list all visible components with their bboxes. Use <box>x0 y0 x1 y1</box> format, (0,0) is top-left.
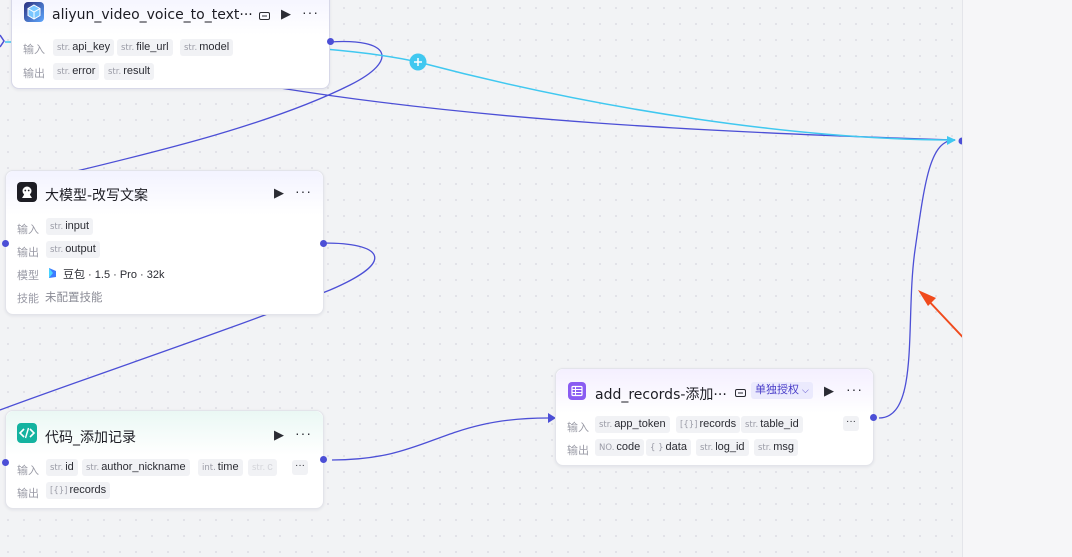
edge-loop-aliyun-llm[interactable] <box>39 40 383 181</box>
plugin-icon <box>259 8 270 20</box>
param-author-nickname: str.author_nickname <box>82 459 190 476</box>
output-label: 输出 <box>17 488 39 500</box>
param-time: int.time <box>198 459 243 476</box>
output-label: 输出 <box>567 445 589 457</box>
input-label: 输入 <box>23 44 45 56</box>
plugin-icon <box>735 385 746 397</box>
doubao-icon <box>47 266 58 278</box>
more-button[interactable]: ··· <box>302 4 319 20</box>
records-output-port[interactable] <box>870 414 877 421</box>
output-label: 输出 <box>23 68 45 80</box>
edge-aliyun-to-end[interactable] <box>279 87 956 141</box>
run-button[interactable]: ▶ <box>281 6 291 21</box>
node-aliyun-video-voice-to-text[interactable]: aliyun_video_voice_to_text··· ▶ ··· 输入 s… <box>11 0 330 89</box>
param-output: str.output <box>46 241 100 258</box>
aliyun-output-port[interactable] <box>327 38 334 45</box>
param-app-token: str.app_token <box>595 416 670 433</box>
arrow-head-records <box>548 413 556 423</box>
skills-label: 技能 <box>17 293 39 305</box>
param-input: str.input <box>46 218 94 235</box>
node-title: 代码_添加记录 <box>45 430 136 446</box>
input-label: 输入 <box>17 465 39 477</box>
run-button[interactable]: ▶ <box>824 383 834 398</box>
llm-input-port[interactable] <box>2 240 9 247</box>
more-button[interactable]: ··· <box>846 381 863 397</box>
param-error: str.error <box>53 63 100 80</box>
param-file-url: str.file_url <box>117 39 173 56</box>
code-output-port[interactable] <box>320 456 327 463</box>
edge-code-to-records[interactable] <box>331 417 549 461</box>
input-label: 输入 <box>567 422 589 434</box>
arrow-head-left <box>0 34 5 48</box>
end-panel <box>962 0 1072 557</box>
table-icon <box>568 382 586 400</box>
param-api-key: str.api_key <box>53 39 115 56</box>
param-model: str.model <box>180 39 234 56</box>
run-button[interactable]: ▶ <box>274 185 284 200</box>
param-c: str.c <box>248 459 277 476</box>
node-title: aliyun_video_voice_to_text··· <box>52 7 253 23</box>
arrow-head-end <box>947 136 956 145</box>
param-code: NO.code <box>595 439 645 456</box>
code-icon <box>17 423 37 443</box>
node-code-add-records[interactable]: 代码_添加记录 ▶ ··· 输入 str.id str.author_nickn… <box>5 410 324 509</box>
cube-icon <box>24 2 44 22</box>
run-button[interactable]: ▶ <box>274 427 284 442</box>
param-msg: str.msg <box>754 439 798 456</box>
output-label: 输出 <box>17 247 39 259</box>
node-llm-rewrite[interactable]: 大模型-改写文案 ▶ ··· 输入 str.input 输出 str.outpu… <box>5 170 324 315</box>
code-input-port[interactable] <box>2 459 9 466</box>
param-id: str.id <box>46 459 78 476</box>
llm-icon <box>17 182 37 202</box>
more-params-button[interactable]: ··· <box>843 416 859 431</box>
param-result: str.result <box>104 63 155 80</box>
edge-records-to-end[interactable] <box>878 139 956 419</box>
node-title: 大模型-改写文案 <box>45 188 149 204</box>
skills-value: 未配置技能 <box>45 292 103 304</box>
add-node-button[interactable] <box>409 53 427 71</box>
more-params-button[interactable]: ··· <box>292 460 308 475</box>
llm-output-port[interactable] <box>320 240 327 247</box>
model-label: 模型 <box>17 270 39 282</box>
node-add-records[interactable]: add_records-添加··· 单独授权⌵ ▶ ··· 输入 str.app… <box>555 368 874 466</box>
auth-dropdown[interactable]: 单独授权⌵ <box>751 382 813 399</box>
node-title: add_records-添加··· <box>595 387 727 403</box>
param-records: [{}]records <box>676 416 741 433</box>
more-button[interactable]: ··· <box>295 425 312 441</box>
more-button[interactable]: ··· <box>295 183 312 199</box>
model-name: 豆包 · 1.5 · Pro · 32k <box>63 269 165 281</box>
param-table-id: str.table_id <box>741 416 803 433</box>
param-records: [{}]records <box>46 482 111 499</box>
input-label: 输入 <box>17 224 39 236</box>
param-data: { }data <box>646 439 691 456</box>
param-log-id: str.log_id <box>696 439 749 456</box>
chevron-down-icon: ⌵ <box>802 385 809 395</box>
